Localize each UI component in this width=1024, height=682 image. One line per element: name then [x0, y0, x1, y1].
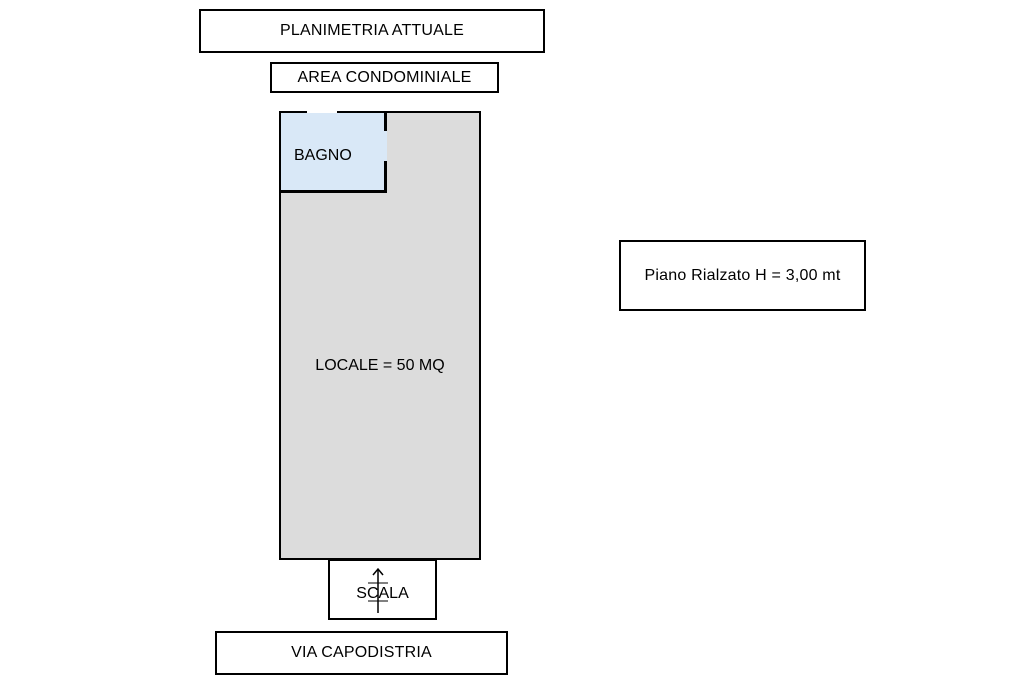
up-arrow-icon [368, 567, 388, 613]
locale-label: LOCALE = 50 MQ [315, 357, 445, 374]
street-box: VIA CAPODISTRIA [215, 631, 508, 675]
scala-label: SCALA [356, 585, 409, 602]
plan-title: PLANIMETRIA ATTUALE [280, 22, 464, 39]
bagno-window [307, 111, 337, 113]
scala-room: SCALA [328, 559, 437, 620]
plan-title-box: PLANIMETRIA ATTUALE [199, 9, 545, 53]
bagno-door [384, 131, 387, 161]
bagno-room: BAGNO [281, 111, 387, 193]
area-condominiale-box: AREA CONDOMINIALE [270, 62, 499, 93]
area-condominiale-label: AREA CONDOMINIALE [297, 68, 472, 86]
bagno-label: BAGNO [294, 147, 352, 164]
locale-room: BAGNO LOCALE = 50 MQ [279, 111, 481, 560]
floor-info-box: Piano Rialzato H = 3,00 mt [619, 240, 866, 311]
floor-info-label: Piano Rialzato H = 3,00 mt [644, 266, 841, 284]
street-label: VIA CAPODISTRIA [291, 644, 432, 661]
